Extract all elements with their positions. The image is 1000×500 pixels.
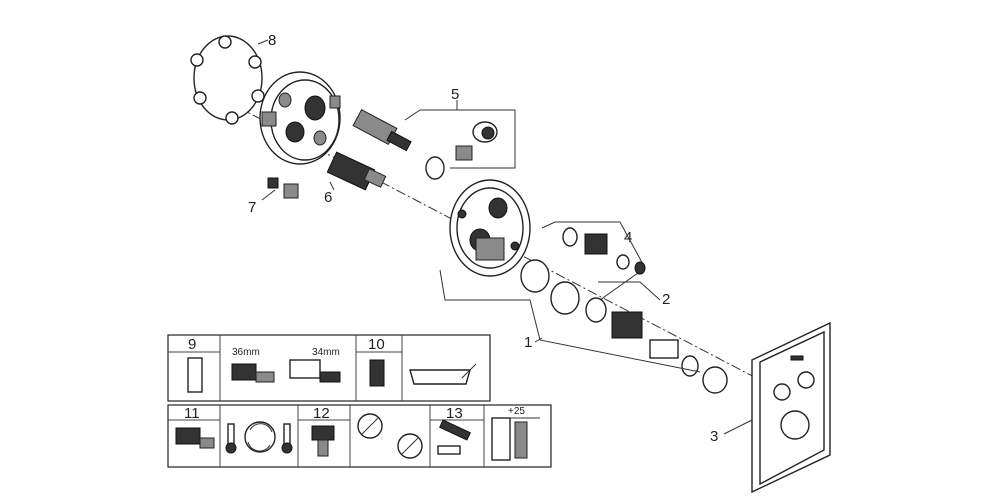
callout-13: 13 <box>446 405 463 422</box>
mounting-plate-part <box>449 179 531 277</box>
accessories-table <box>167 334 552 468</box>
callout-11: 11 <box>184 405 200 422</box>
callout-10: 10 <box>368 336 385 353</box>
cartridge-34mm-part <box>289 359 341 383</box>
callout-1: 1 <box>524 334 532 351</box>
callout-7: 7 <box>248 199 256 216</box>
callout-4-bracket <box>541 221 646 301</box>
callout-12: 12 <box>313 405 330 422</box>
dimension-plus-25: +25 <box>508 406 525 417</box>
bathtub-icon <box>409 363 477 385</box>
cover-plate-part <box>751 321 831 494</box>
callout-6: 6 <box>324 189 332 206</box>
installation-dimension-icon <box>491 417 540 461</box>
extension-sleeve-part <box>187 357 203 393</box>
callout-3: 3 <box>710 428 718 445</box>
callout-2: 2 <box>662 291 670 308</box>
dimension-34mm: 34mm <box>312 347 340 358</box>
valve-body-part <box>259 71 341 165</box>
callout-5-bracket <box>404 109 516 169</box>
sleeve-ring-part <box>520 259 607 323</box>
cartridge-part <box>352 108 412 152</box>
gasket-ring-part <box>190 35 265 125</box>
check-valve-part <box>425 121 498 180</box>
callout-4: 4 <box>624 229 632 246</box>
dimension-36mm: 36mm <box>232 347 260 358</box>
coupling-part <box>311 425 335 457</box>
callout-8: 8 <box>268 32 276 49</box>
no-tools-icon <box>357 413 423 459</box>
spare-valve-part <box>369 359 385 387</box>
cartridge-36mm-part <box>231 363 275 383</box>
handle-sleeve-part <box>611 311 728 394</box>
pipe-set-part <box>437 419 471 455</box>
callout-9: 9 <box>188 336 196 353</box>
nipple-set-part <box>267 177 299 199</box>
callout-2-bracket <box>598 281 661 301</box>
callout-5: 5 <box>451 86 459 103</box>
diverter-cartridge-part <box>326 151 387 191</box>
callout-1-bracket <box>439 269 701 373</box>
valve-insert-part <box>562 227 646 275</box>
thermostat-icon <box>225 421 293 454</box>
handle-insert-part <box>175 427 215 449</box>
